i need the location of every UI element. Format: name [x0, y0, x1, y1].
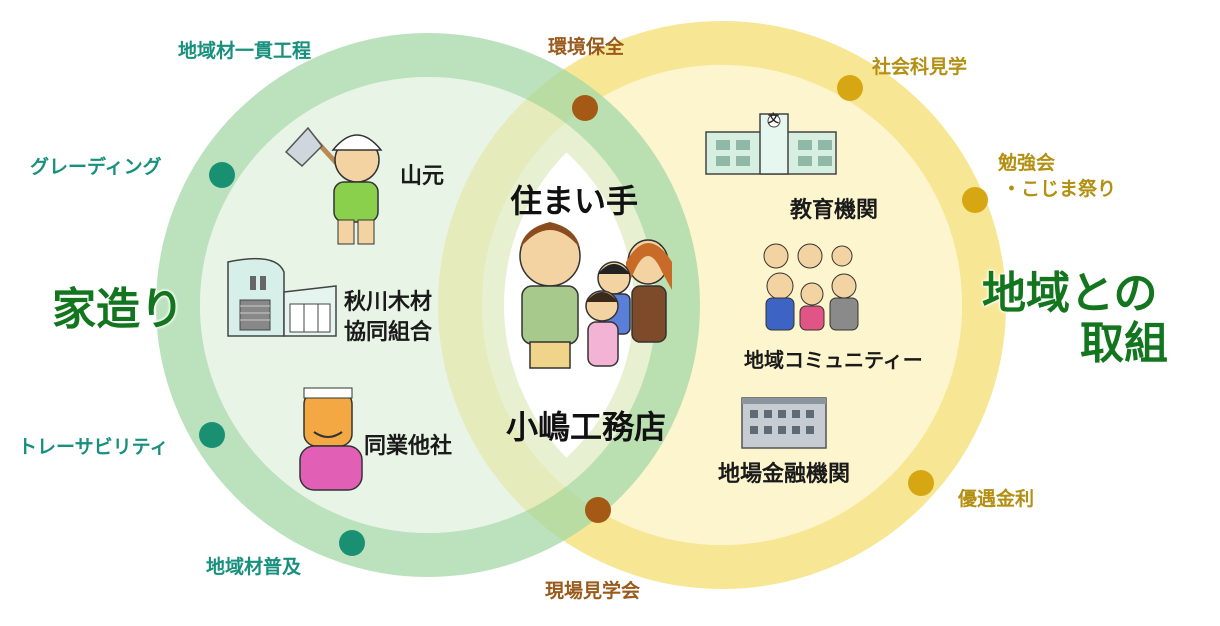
bank-building-icon — [741, 397, 827, 449]
dot-bottom-left — [339, 530, 365, 556]
label-kojima-festival: ・こじま祭り — [1002, 178, 1117, 200]
label-study-session: 勉強会 — [998, 152, 1056, 174]
school-icon — [705, 113, 837, 175]
label-preferential-rate: 優遇金利 — [958, 488, 1035, 510]
lumberjack-icon — [331, 134, 383, 245]
center-resident: 住まい手 — [510, 182, 639, 220]
member-cooperative-line2: 協同組合 — [344, 320, 433, 345]
dot-lower-left — [199, 422, 225, 448]
member-cooperative-line1: 秋川木材 — [344, 290, 433, 315]
member-yamamoto: 山元 — [400, 164, 445, 189]
sawmill-icon — [227, 257, 337, 337]
right-circle-title-line2: 取組 — [1080, 318, 1168, 369]
dot-bottom-right — [908, 470, 934, 496]
member-bank: 地場金融機関 — [718, 462, 851, 487]
community-group-icon — [763, 243, 859, 331]
member-peers: 同業他社 — [364, 434, 453, 459]
dot-upper-left — [209, 162, 235, 188]
dot-top-right — [837, 75, 863, 101]
left-circle-title: 家造り — [52, 284, 184, 335]
label-environment: 環境保全 — [548, 36, 625, 58]
contractor-icon — [299, 387, 363, 491]
member-community: 地域コミュニティー — [744, 348, 923, 372]
label-regional-timber-promotion: 地域材普及 — [206, 556, 302, 578]
dot-right — [962, 187, 988, 213]
label-grading: グレーディング — [30, 156, 162, 178]
member-education: 教育機関 — [790, 198, 879, 223]
center-company: 小嶋工務店 — [506, 408, 667, 446]
left-circle-ring — [156, 33, 700, 577]
label-traceability: トレーサビリティ — [18, 436, 169, 458]
label-social-study-tour: 社会科見学 — [872, 56, 968, 78]
school-sign: 文 — [768, 112, 779, 125]
dot-overlap-top — [572, 95, 598, 121]
family-icon — [519, 222, 672, 369]
dot-overlap-bottom — [585, 497, 611, 523]
right-circle-title-line1: 地域との — [982, 268, 1158, 319]
label-regional-timber-process: 地域材一貫工程 — [178, 40, 312, 62]
label-site-tour: 現場見学会 — [545, 580, 641, 602]
